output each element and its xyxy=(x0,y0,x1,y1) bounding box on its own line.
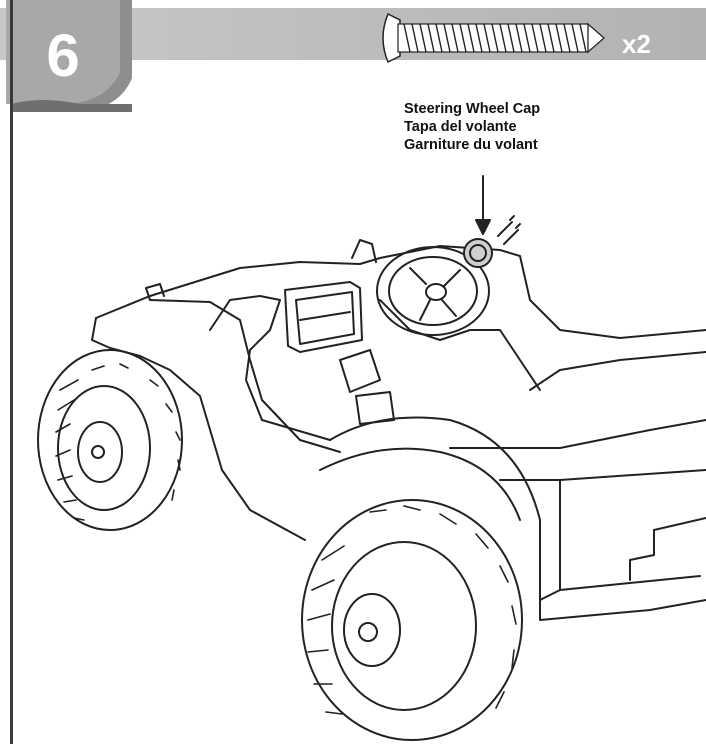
dashboard xyxy=(284,281,363,353)
steering-cap xyxy=(463,238,493,268)
callout-french: Garniture du volant xyxy=(404,137,538,153)
quantity-label: x2 xyxy=(622,29,651,59)
screw-icon xyxy=(382,12,605,64)
wheel-rear-right xyxy=(301,499,523,741)
left-border xyxy=(10,0,13,744)
wheel-front-left xyxy=(37,349,183,531)
step-number: 6 xyxy=(46,22,80,89)
part-callout: Steering Wheel Cap Tapa del volante Garn… xyxy=(404,100,540,154)
step-badge xyxy=(0,0,132,112)
body-outline xyxy=(95,245,706,339)
callout-spanish: Tapa del volante xyxy=(404,119,517,135)
rear-fender xyxy=(329,416,541,601)
steering-wheel xyxy=(376,246,490,336)
callout-english: Steering Wheel Cap xyxy=(404,101,541,117)
